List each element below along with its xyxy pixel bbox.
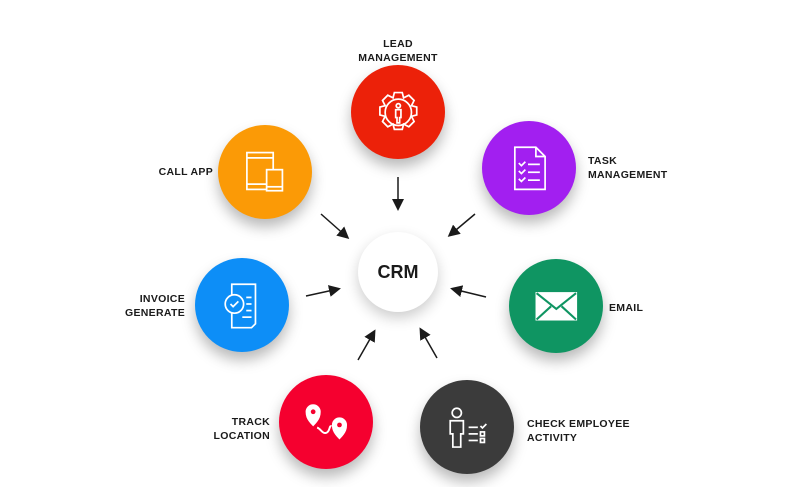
employee-checklist-icon (449, 407, 487, 448)
label-task-management: TASK MANAGEMENT (588, 154, 667, 182)
label-line: TRACK (231, 416, 270, 428)
arrow-task (447, 213, 476, 237)
checklist-document-icon (513, 146, 546, 190)
label-line: CHECK EMPLOYEE (527, 418, 630, 430)
label-line: MANAGEMENT (588, 169, 668, 181)
node-call-app (218, 125, 312, 219)
arrow-call (320, 213, 350, 239)
arrow-check (419, 327, 438, 359)
label-line: INVOICE (139, 293, 185, 305)
arrow-email (450, 285, 487, 298)
label-line: LOCATION (213, 430, 270, 442)
label-lead-management: LEAD MANAGEMENT (348, 37, 448, 65)
crm-label: CRM (377, 261, 419, 282)
label-line: CALL APP (158, 166, 213, 178)
envelope-icon (535, 291, 577, 321)
label-call-app: CALL APP (113, 165, 213, 179)
node-check-employee-activity (420, 380, 514, 474)
node-task-management (482, 121, 576, 215)
node-invoice-generate (195, 258, 289, 352)
label-line: EMAIL (609, 302, 644, 314)
label-invoice-generate: INVOICE GENERATE (85, 292, 185, 320)
gear-person-icon (378, 91, 418, 130)
arrow-invoice (305, 285, 341, 297)
node-lead-management (351, 65, 445, 159)
label-line: LEAD (383, 38, 413, 50)
node-track-location (279, 375, 373, 469)
label-line: TASK (588, 155, 618, 167)
label-line: GENERATE (125, 307, 185, 319)
label-line: ACTIVITY (527, 432, 578, 444)
label-track-location: TRACK LOCATION (170, 415, 270, 443)
crm-hub: CRM (358, 232, 438, 312)
arrow-track (357, 329, 376, 361)
invoice-check-icon (224, 283, 257, 329)
location-route-icon (305, 403, 347, 440)
label-line: MANAGEMENT (358, 52, 438, 64)
label-check-employee-activity: CHECK EMPLOYEE ACTIVITY (527, 417, 630, 445)
tablet-phone-icon (245, 151, 283, 192)
node-email (509, 259, 603, 353)
label-email: EMAIL (609, 301, 643, 315)
